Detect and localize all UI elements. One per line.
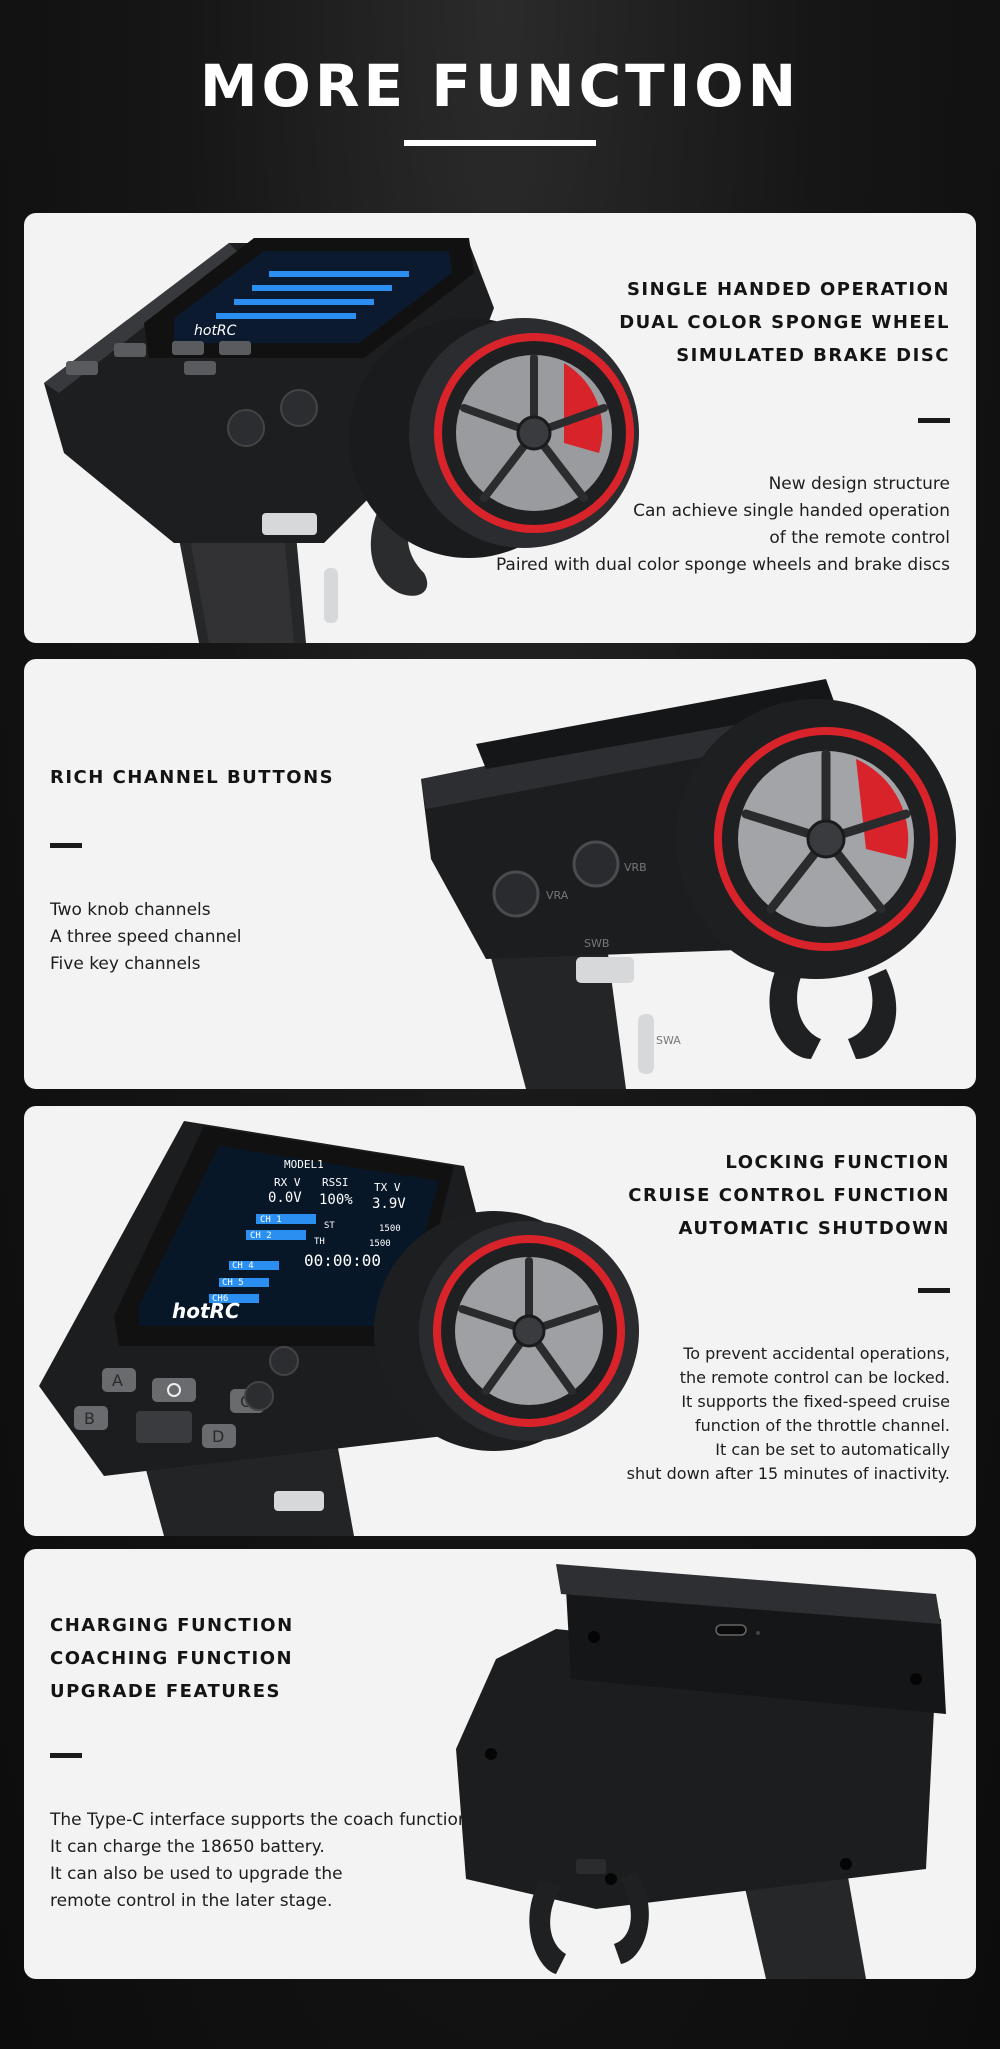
description-line: of the remote control [769, 528, 950, 548]
screen-rx-label: RX V [274, 1176, 301, 1189]
description-line: A three speed channel [50, 927, 242, 947]
feature-headings: LOCKING FUNCTION CRUISE CONTROL FUNCTION… [628, 1146, 950, 1245]
description-line: New design structure [768, 474, 950, 494]
description-line: Five key channels [50, 954, 201, 974]
description-line: Two knob channels [50, 900, 211, 920]
feature-headings: SINGLE HANDED OPERATION DUAL COLOR SPONG… [619, 273, 950, 372]
button-a-label: A [112, 1371, 123, 1390]
heading-locking: LOCKING FUNCTION [725, 1152, 950, 1173]
section-divider [918, 1288, 950, 1293]
transmitter-rear-image [456, 1564, 946, 1979]
switch-label-swb: SWB [584, 937, 609, 950]
feature-panel-single-handed: hotRC SINGLE HANDED OPER [24, 213, 976, 643]
heading-coaching: COACHING FUNCTION [50, 1648, 294, 1669]
screen-rx-value: 0.0V [268, 1190, 302, 1206]
screen-timer: 00:00:00 [304, 1251, 381, 1270]
heading-single-handed: SINGLE HANDED OPERATION [626, 279, 950, 300]
screen-ch2: CH 2 [250, 1231, 272, 1241]
description-line: Paired with dual color sponge wheels and… [495, 555, 950, 575]
description-line: It can also be used to upgrade the [50, 1864, 343, 1884]
page-header: MORE FUNCTION [0, 0, 1000, 200]
heading-sponge-wheel: DUAL COLOR SPONGE WHEEL [619, 312, 950, 333]
screen-ch5: CH 5 [222, 1278, 244, 1288]
screen-rssi-label: RSSI [322, 1176, 349, 1189]
brand-logo: hotRC [194, 323, 237, 339]
section-divider [50, 1753, 82, 1758]
feature-headings: RICH CHANNEL BUTTONS [50, 761, 334, 794]
section-divider [50, 843, 82, 848]
screen-tx-label: TX V [374, 1181, 401, 1194]
heading-cruise-control: CRUISE CONTROL FUNCTION [628, 1185, 950, 1206]
knob-label-vra: VRA [546, 889, 569, 902]
feature-description: Two knob channels A three speed channel … [50, 897, 241, 978]
description-line: It can be set to automatically [715, 1440, 950, 1459]
knob-label-vrb: VRB [624, 861, 647, 874]
section-divider [918, 418, 950, 423]
feature-description: To prevent accidental operations, the re… [627, 1342, 950, 1486]
transmitter-screen-image: MODEL1 RX V RSSI TX V 0.0V 100% 3.9V CH … [39, 1121, 639, 1536]
button-b-label: B [84, 1409, 95, 1428]
feature-panel-channel-buttons: VRA VRB SWB SWA RICH CHANNEL BUTTONS Two… [24, 659, 976, 1089]
screen-ch6: CH6 [212, 1294, 228, 1304]
brand-logo: hotRC [172, 1299, 240, 1323]
description-line: The Type-C interface supports the coach … [50, 1810, 475, 1830]
description-line: function of the throttle channel. [694, 1416, 950, 1435]
description-line: the remote control can be locked. [679, 1368, 950, 1387]
usb-c-port-icon [715, 1624, 747, 1636]
button-d-label: D [212, 1427, 224, 1446]
feature-description: New design structure Can achieve single … [496, 471, 950, 579]
feature-description: The Type-C interface supports the coach … [50, 1807, 474, 1915]
description-line: shut down after 15 minutes of inactivity… [626, 1464, 950, 1483]
screen-tx-value: 3.9V [372, 1196, 406, 1212]
description-line: Can achieve single handed operation [633, 501, 950, 521]
title-underline [404, 140, 596, 146]
power-icon [167, 1383, 181, 1397]
feature-panel-locking: MODEL1 RX V RSSI TX V 0.0V 100% 3.9V CH … [24, 1106, 976, 1536]
description-line: It supports the fixed-speed cruise [681, 1392, 950, 1411]
feature-panel-charging: CHARGING FUNCTION COACHING FUNCTION UPGR… [24, 1549, 976, 1979]
screen-st: ST [324, 1221, 335, 1231]
screen-model: MODEL1 [284, 1158, 324, 1171]
power-button[interactable] [152, 1378, 196, 1402]
transmitter-side-image: VRA VRB SWB SWA [421, 679, 956, 1089]
screen-val2: 1500 [369, 1239, 391, 1249]
heading-upgrade: UPGRADE FEATURES [50, 1681, 282, 1702]
heading-brake-disc: SIMULATED BRAKE DISC [676, 345, 950, 366]
page-title: MORE FUNCTION [199, 52, 801, 120]
screen-ch4: CH 4 [232, 1261, 254, 1271]
heading-auto-shutdown: AUTOMATIC SHUTDOWN [678, 1218, 950, 1239]
heading-channel-buttons: RICH CHANNEL BUTTONS [50, 767, 335, 788]
feature-headings: CHARGING FUNCTION COACHING FUNCTION UPGR… [50, 1609, 294, 1708]
screen-th: TH [314, 1237, 325, 1247]
transmitter-image: hotRC [44, 238, 639, 643]
screen-ch1: CH 1 [260, 1215, 282, 1225]
switch-label-swa: SWA [656, 1034, 681, 1047]
description-line: It can charge the 18650 battery. [50, 1837, 325, 1857]
heading-charging: CHARGING FUNCTION [50, 1615, 294, 1636]
screen-rows [216, 271, 409, 319]
screen-val1: 1500 [379, 1224, 401, 1234]
screen-rssi-value: 100% [319, 1192, 353, 1208]
description-line: remote control in the later stage. [50, 1891, 333, 1911]
description-line: To prevent accidental operations, [683, 1344, 950, 1363]
